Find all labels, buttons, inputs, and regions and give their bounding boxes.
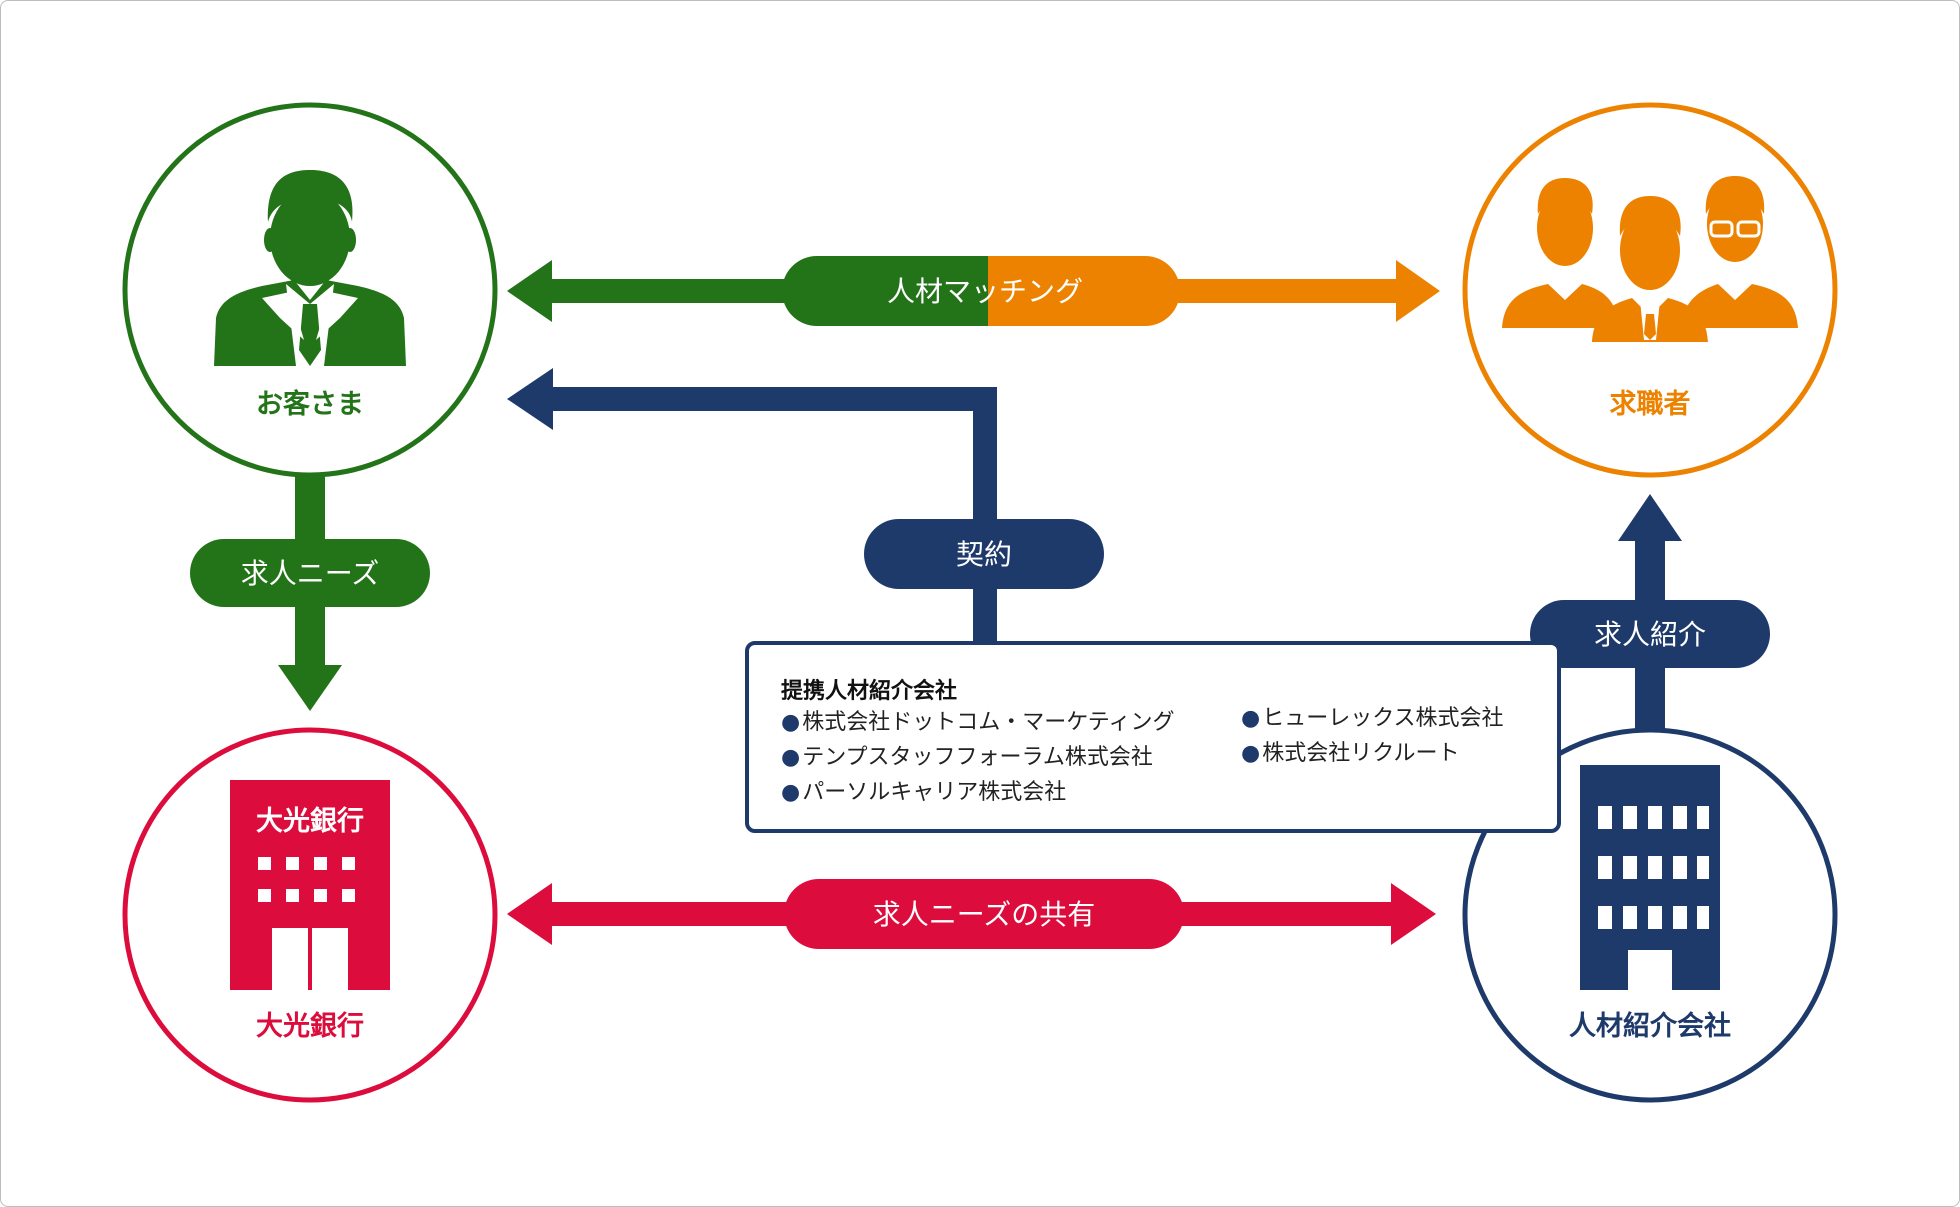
job-needs-flow: 求人ニーズ <box>190 474 430 711</box>
sharing-pill <box>784 879 1184 949</box>
sharing-arrowhead-left <box>507 883 552 945</box>
contract-shaft-vertical <box>973 387 997 645</box>
introduction-arrowhead <box>1618 494 1682 541</box>
partner-companies-title: 提携人材紹介会社 <box>781 679 958 704</box>
customer-label: お客さま <box>256 388 364 420</box>
businessman-icon <box>214 170 406 366</box>
bank-node: 大光銀行 大光銀行 <box>122 727 498 1103</box>
list-item: 株式会社リクルート <box>1241 736 1504 771</box>
matching-label: 人材マッチング <box>887 275 1083 308</box>
partner-list-left: 株式会社ドットコム・マーケティング テンプスタッフフォーラム株式会社 パーソルキ… <box>781 705 1174 810</box>
introduction-label: 求人紹介 <box>1594 618 1706 651</box>
list-item: ヒューレックス株式会社 <box>1241 701 1503 736</box>
job-needs-pill <box>190 539 430 607</box>
job-seeker-label: 求職者 <box>1610 389 1691 420</box>
office-building-icon <box>1580 765 1720 990</box>
contract-arrowhead <box>507 368 553 430</box>
introduction-flow: 求人紹介 <box>1530 494 1770 730</box>
list-item: 株式会社ドットコム・マーケティング <box>781 705 1174 740</box>
matching-arrowhead-left <box>507 260 552 322</box>
matching-arrowhead-right <box>1396 260 1440 322</box>
people-group-icon <box>1502 176 1798 342</box>
sharing-label: 求人ニーズの共有 <box>873 898 1096 931</box>
partner-list-right: ヒューレックス株式会社 株式会社リクルート <box>1241 701 1504 771</box>
introduction-pill <box>1530 600 1770 668</box>
list-item: テンプスタッフフォーラム株式会社 <box>781 740 1174 775</box>
bank-building-icon: 大光銀行 <box>230 780 390 990</box>
contract-shaft-horizontal <box>546 387 997 411</box>
job-needs-label: 求人ニーズ <box>241 557 380 590</box>
agency-label: 人材紹介会社 <box>1569 1010 1731 1042</box>
sharing-flow: 求人ニーズの共有 <box>507 879 1436 949</box>
customer-node: お客さま <box>122 102 498 478</box>
contract-label: 契約 <box>956 538 1012 571</box>
bank-label: 大光銀行 <box>256 1010 364 1042</box>
matching-pill-left <box>782 256 988 326</box>
bank-sign-text: 大光銀行 <box>256 805 364 837</box>
partner-companies-box: 提携人材紹介会社 株式会社ドットコム・マーケティング テンプスタッフフォーラム株… <box>745 641 1561 833</box>
contract-pill <box>864 519 1104 589</box>
job-seeker-node: 求職者 <box>1462 102 1838 478</box>
list-item: パーソルキャリア株式会社 <box>781 775 1174 810</box>
contract-flow: 契約 <box>507 368 1104 645</box>
job-needs-arrowhead <box>278 665 342 711</box>
matching-flow: 人材マッチング <box>507 256 1440 326</box>
sharing-arrowhead-right <box>1391 883 1436 945</box>
matching-pill-right <box>988 256 1180 326</box>
